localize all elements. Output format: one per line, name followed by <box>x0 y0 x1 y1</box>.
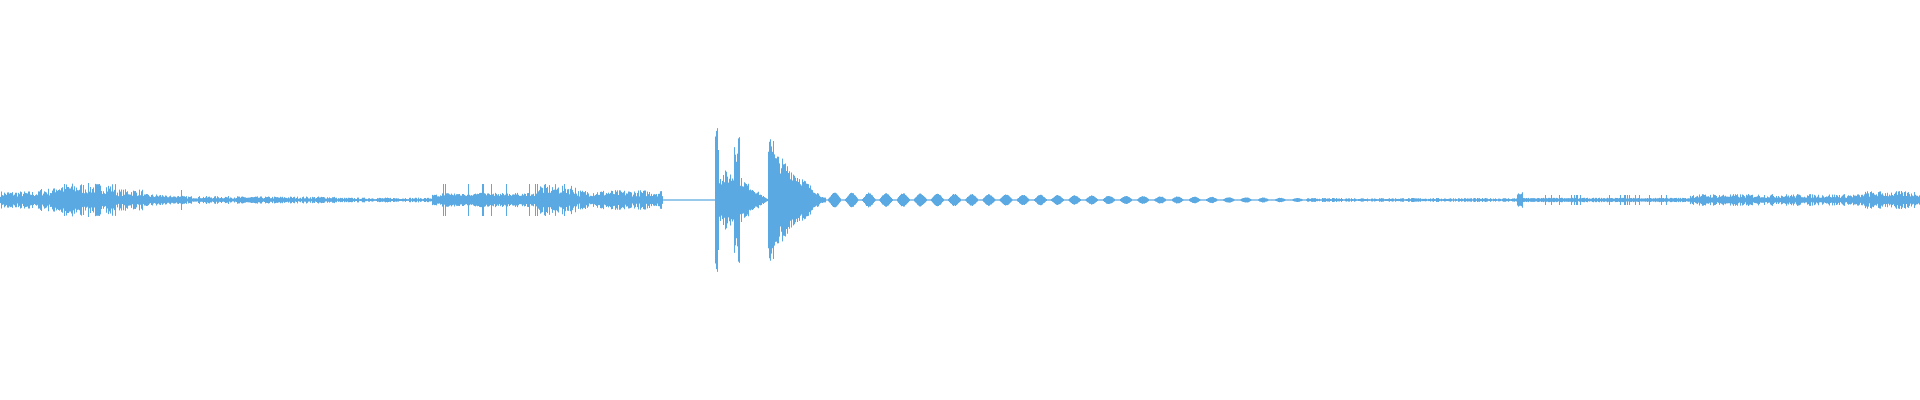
waveform-bars <box>0 128 1920 272</box>
waveform-path <box>0 128 1920 272</box>
